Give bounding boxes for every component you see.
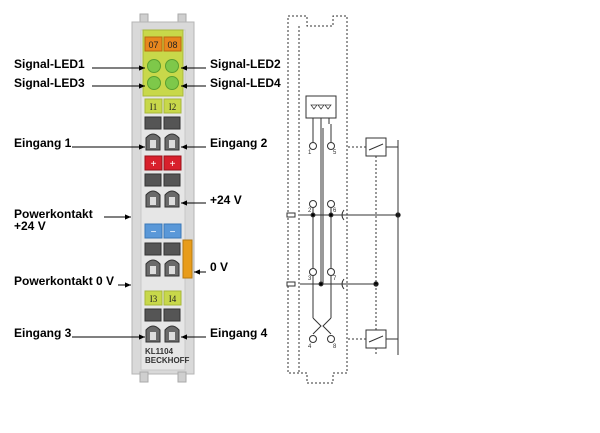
signal-led4	[165, 76, 179, 90]
led-07	[144, 36, 163, 52]
tag-minus-left-label: −	[151, 227, 157, 238]
led-08	[163, 36, 182, 52]
tag-i1	[144, 98, 163, 114]
callout-eingang4: Eingang 4	[210, 326, 268, 340]
led-07-label: 07	[148, 40, 158, 50]
pin-label-6: 6	[333, 208, 337, 214]
led-symbol-box	[305, 95, 337, 119]
tag-i4-label: I4	[169, 294, 177, 304]
signal-led3	[147, 76, 161, 90]
power-contact-orange	[182, 239, 193, 279]
callout-zero-v: 0 V	[210, 260, 229, 274]
tag-minus-right-label: −	[170, 227, 176, 238]
pin-labels: 1 5 2 6 3 7 4 8	[308, 150, 337, 350]
pin-label-8: 8	[333, 344, 337, 350]
callout-eingang3: Eingang 3	[14, 326, 72, 340]
contacts-row3	[144, 242, 181, 277]
callout-signal-led4: Signal-LED4	[210, 76, 281, 90]
tag-plus-left-label: +	[151, 159, 157, 170]
pin-label-4: 4	[308, 344, 312, 350]
pin-label-1: 1	[308, 150, 312, 156]
tag-minus-right	[163, 223, 182, 239]
callout-powerkontakt-0: Powerkontakt 0 V	[14, 274, 115, 288]
callout-powerkontakt-24-line1: Powerkontakt	[14, 207, 93, 221]
contacts-row4	[144, 308, 181, 343]
tag-i2-label: I2	[169, 102, 177, 112]
tag-i3	[144, 290, 163, 306]
callout-arrows	[72, 65, 206, 340]
tag-minus-left	[144, 223, 163, 239]
contacts-row2	[144, 173, 181, 208]
contacts-row1	[144, 116, 181, 151]
tag-i4	[163, 290, 182, 306]
tag-i1-label: I1	[150, 102, 158, 112]
callout-signal-led3: Signal-LED3	[14, 76, 85, 90]
callout-eingang2: Eingang 2	[210, 136, 268, 150]
callout-eingang1: Eingang 1	[14, 136, 72, 150]
tag-plus-right	[163, 155, 182, 171]
callout-powerkontakt-24-line2: +24 V	[14, 219, 46, 233]
callout-plus24: +24 V	[210, 193, 242, 207]
pin-label-3: 3	[308, 276, 312, 282]
terminal-model: KL1104	[145, 347, 174, 356]
pin-label-7: 7	[333, 276, 337, 282]
tag-plus-right-label: +	[170, 159, 176, 170]
signal-led1	[147, 59, 161, 73]
tag-i3-label: I3	[150, 294, 158, 304]
signal-led2	[165, 59, 179, 73]
callout-signal-led2: Signal-LED2	[210, 57, 281, 71]
tag-i2	[163, 98, 182, 114]
pin-label-2: 2	[308, 208, 312, 214]
tag-plus-left	[144, 155, 163, 171]
schematic	[286, 15, 401, 384]
led-08-label: 08	[167, 40, 177, 50]
schematic-outline	[287, 15, 348, 384]
callout-signal-led1: Signal-LED1	[14, 57, 85, 71]
terminal-brand: BECKHOFF	[145, 356, 190, 365]
pin-label-5: 5	[333, 150, 337, 156]
